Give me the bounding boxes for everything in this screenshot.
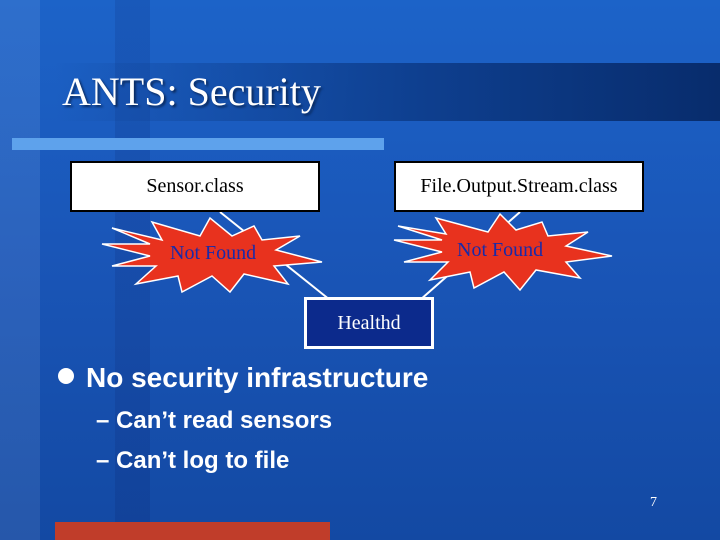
not-found-label-left: Not Found xyxy=(170,242,257,264)
page-number: 7 xyxy=(650,495,657,510)
title-underline xyxy=(12,138,384,150)
bullet-main: No security infrastructure xyxy=(58,362,428,394)
not-found-burst-left xyxy=(101,216,323,294)
not-found-burst-right xyxy=(393,212,613,292)
not-found-label-right: Not Found xyxy=(457,239,544,261)
title-band xyxy=(55,63,720,121)
healthd-box: Healthd xyxy=(304,297,434,349)
slide-title: ANTS: Security xyxy=(62,69,321,114)
bullet-icon xyxy=(58,368,74,384)
sub-bullet-sensors: – Can’t read sensors xyxy=(96,407,333,434)
sub-bullet-log: – Can’t log to file xyxy=(96,447,290,474)
bottom-accent-bar xyxy=(55,522,330,540)
bullet-main-text: No security infrastructure xyxy=(86,362,429,393)
sensor-class-box: Sensor.class xyxy=(70,161,320,212)
file-output-stream-class-box: File.Output.Stream.class xyxy=(394,161,644,212)
